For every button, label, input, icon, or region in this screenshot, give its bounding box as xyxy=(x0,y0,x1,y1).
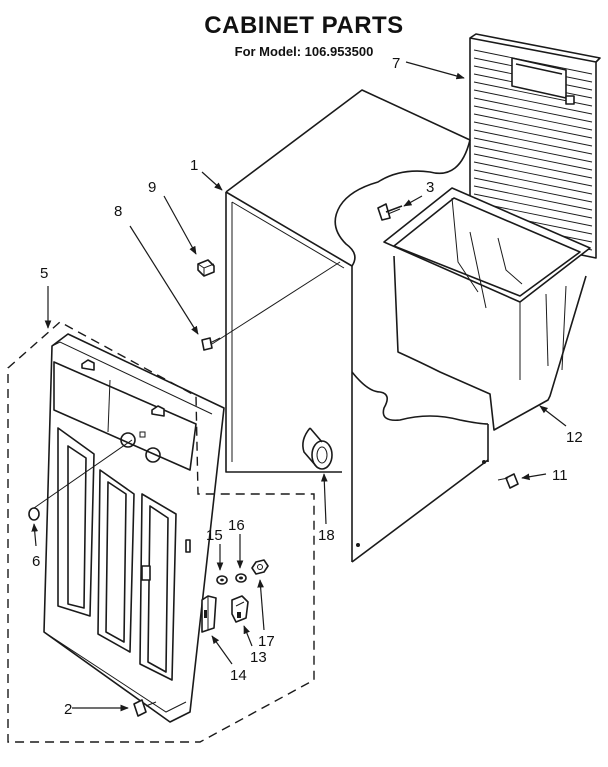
callout-5: 5 xyxy=(40,265,48,282)
clip-block xyxy=(197,259,215,277)
callout-16: 16 xyxy=(228,517,245,534)
callout-7: 7 xyxy=(392,55,400,72)
bumper-knob xyxy=(302,427,333,470)
model-subtitle: For Model: 106.953500 xyxy=(234,44,374,59)
page-title: CABINET PARTS xyxy=(204,12,404,39)
callout-8: 8 xyxy=(114,203,122,220)
screw-side xyxy=(201,337,221,351)
inner-tub xyxy=(383,187,591,431)
grille-lid xyxy=(469,33,601,259)
door-assembly xyxy=(7,321,315,743)
callout-1: 1 xyxy=(190,157,198,174)
latch-catch xyxy=(231,595,249,623)
plug-button xyxy=(28,507,40,521)
screw-bottom xyxy=(133,699,157,717)
leader-lines xyxy=(31,61,567,712)
nut-17 xyxy=(251,559,269,575)
callout-12: 12 xyxy=(566,429,583,446)
callout-3: 3 xyxy=(426,179,434,196)
callout-14: 14 xyxy=(230,667,247,684)
callout-17: 17 xyxy=(258,633,275,650)
washer-15 xyxy=(216,575,228,585)
washer-16 xyxy=(235,573,247,583)
callout-2: 2 xyxy=(64,701,72,718)
callout-15: 15 xyxy=(206,527,223,544)
callout-9: 9 xyxy=(148,179,156,196)
latch-strike xyxy=(201,595,217,633)
screw-top xyxy=(377,203,403,221)
callout-13: 13 xyxy=(250,649,267,666)
callout-11: 11 xyxy=(552,467,568,484)
callout-18: 18 xyxy=(318,527,335,544)
callout-6: 6 xyxy=(32,553,40,570)
screw-lower-right xyxy=(497,473,519,489)
cabinet-shell xyxy=(225,89,489,563)
callout-labels: 1 2 3 5 6 7 8 9 11 12 13 14 15 16 17 18 xyxy=(32,55,583,718)
